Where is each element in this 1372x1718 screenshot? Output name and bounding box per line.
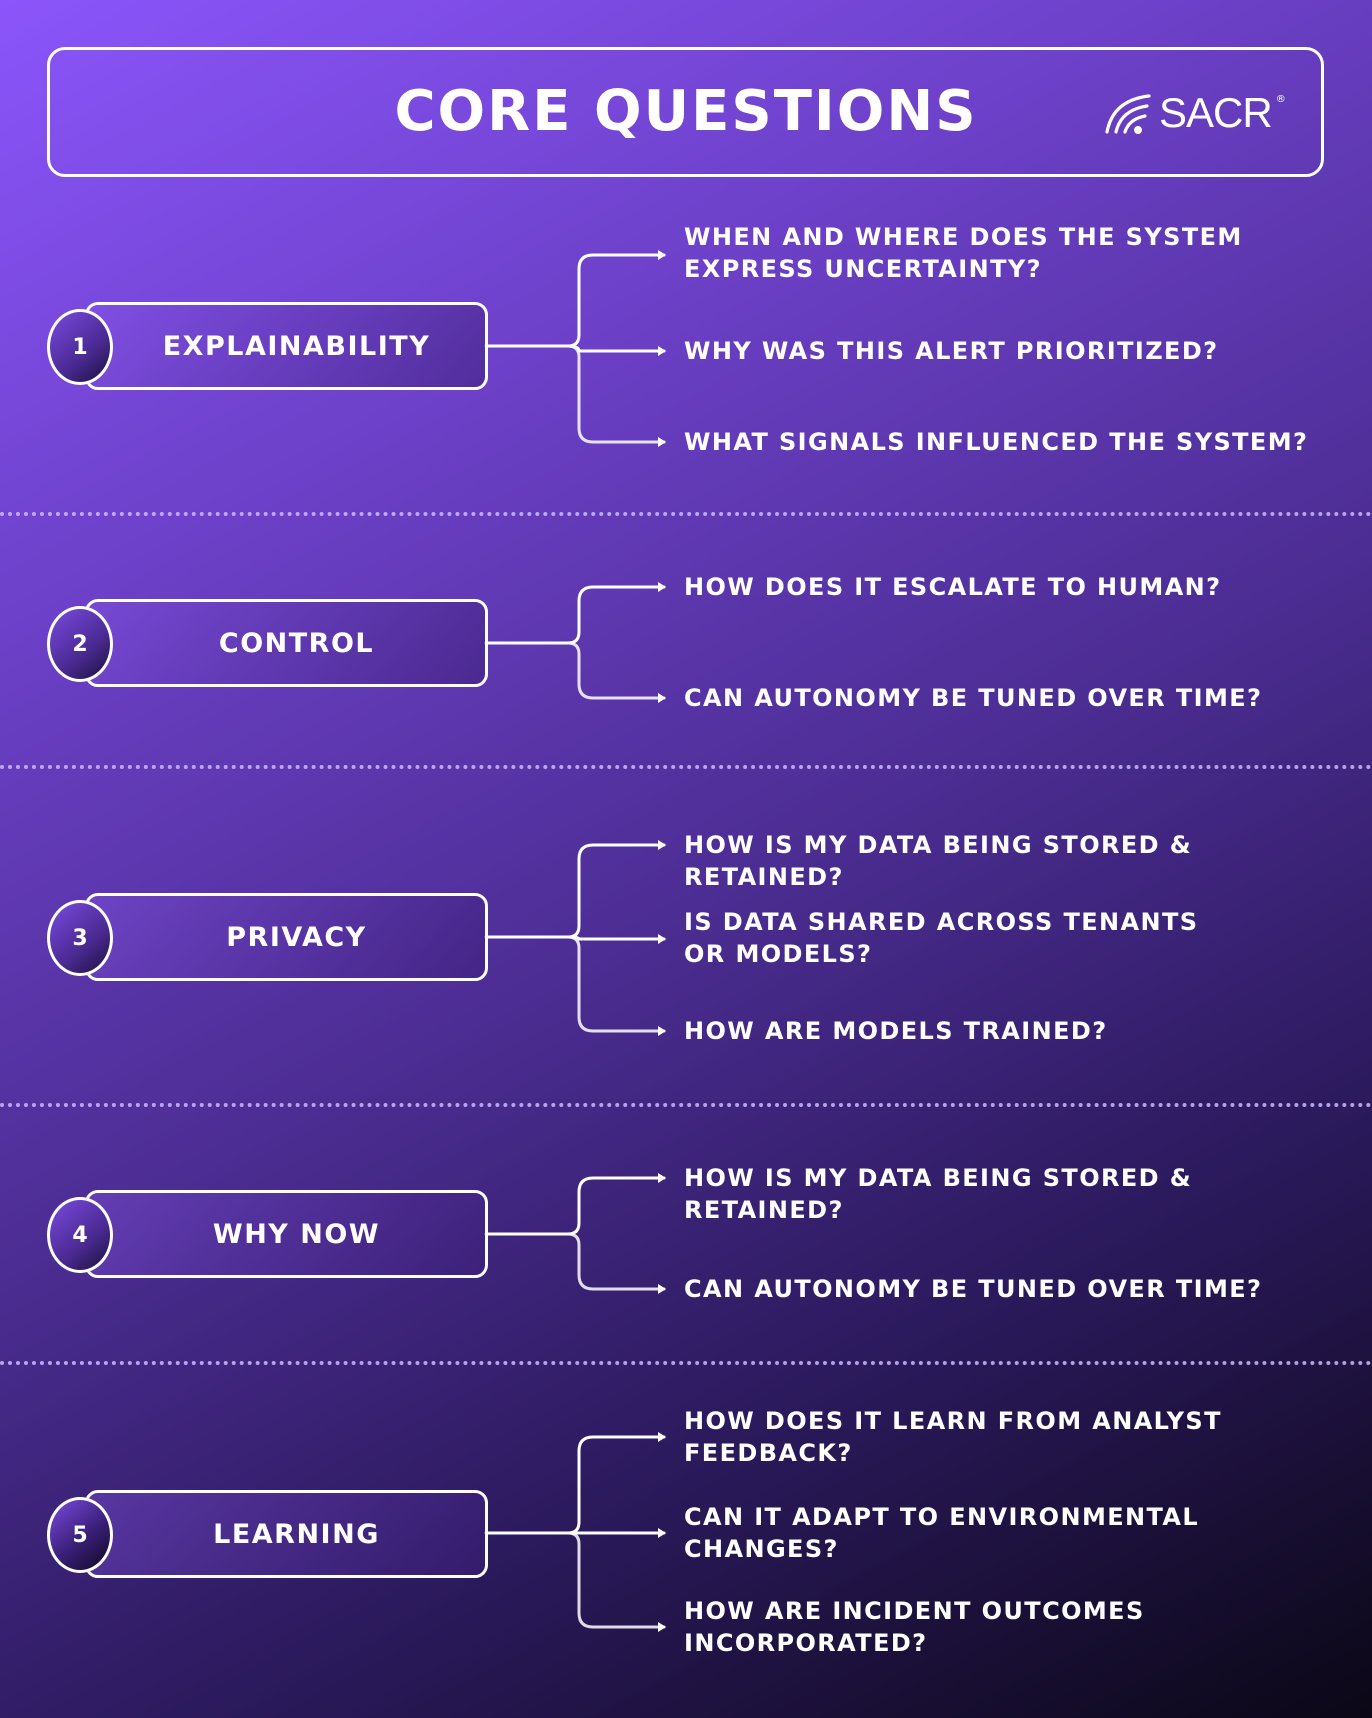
header-frame xyxy=(47,47,1324,177)
section-divider xyxy=(0,512,1372,516)
question-item: CAN AUTONOMY BE TUNED OVER TIME? xyxy=(684,684,1263,712)
category-box-privacy: PRIVACY xyxy=(85,893,488,981)
question-item: HOW ARE MODELS TRAINED? xyxy=(684,1017,1108,1045)
category-box-why-now: WHY NOW xyxy=(85,1190,488,1278)
category-label: LEARNING xyxy=(213,1518,380,1550)
question-item: CAN IT ADAPT TO ENVIRONMENTAL CHANGES? xyxy=(684,1503,1200,1563)
category-box-control: CONTROL xyxy=(85,599,488,687)
question-item: HOW ARE INCIDENT OUTCOMES INCORPORATED? xyxy=(684,1597,1145,1657)
category-label: EXPLAINABILITY xyxy=(162,330,431,362)
logo-text: SACR xyxy=(1159,89,1273,136)
question-item: WHEN AND WHERE DOES THE SYSTEM EXPRESS U… xyxy=(684,223,1243,283)
question-item: WHAT SIGNALS INFLUENCED THE SYSTEM? xyxy=(684,428,1309,456)
number-badge: 4 xyxy=(47,1197,113,1273)
category-box-explainability: EXPLAINABILITY xyxy=(85,302,488,390)
page-title: CORE QUESTIONS xyxy=(394,79,978,144)
section-divider xyxy=(0,765,1372,769)
question-item: HOW IS MY DATA BEING STORED & RETAINED? xyxy=(684,1164,1193,1224)
number-badge: 3 xyxy=(47,900,113,976)
registered-mark: ® xyxy=(1275,94,1286,105)
wifi-signal-icon xyxy=(1105,94,1151,134)
question-item: IS DATA SHARED ACROSS TENANTS OR MODELS? xyxy=(684,908,1199,968)
number-badge: 1 xyxy=(47,309,113,385)
category-label: CONTROL xyxy=(218,627,375,659)
question-item: HOW IS MY DATA BEING STORED & RETAINED? xyxy=(684,831,1193,891)
question-item: HOW DOES IT LEARN FROM ANALYST FEEDBACK? xyxy=(684,1407,1222,1467)
section-divider xyxy=(0,1103,1372,1107)
sacr-logo: SACR ® xyxy=(1103,88,1286,138)
question-item: HOW DOES IT ESCALATE TO HUMAN? xyxy=(684,573,1222,601)
category-label: PRIVACY xyxy=(226,921,367,953)
section-divider xyxy=(0,1361,1372,1365)
question-item: WHY WAS THIS ALERT PRIORITIZED? xyxy=(684,337,1219,365)
number-badge: 2 xyxy=(47,606,113,682)
category-box-learning: LEARNING xyxy=(85,1490,488,1578)
number-badge: 5 xyxy=(47,1497,113,1573)
category-label: WHY NOW xyxy=(212,1218,381,1250)
question-item: CAN AUTONOMY BE TUNED OVER TIME? xyxy=(684,1275,1263,1303)
